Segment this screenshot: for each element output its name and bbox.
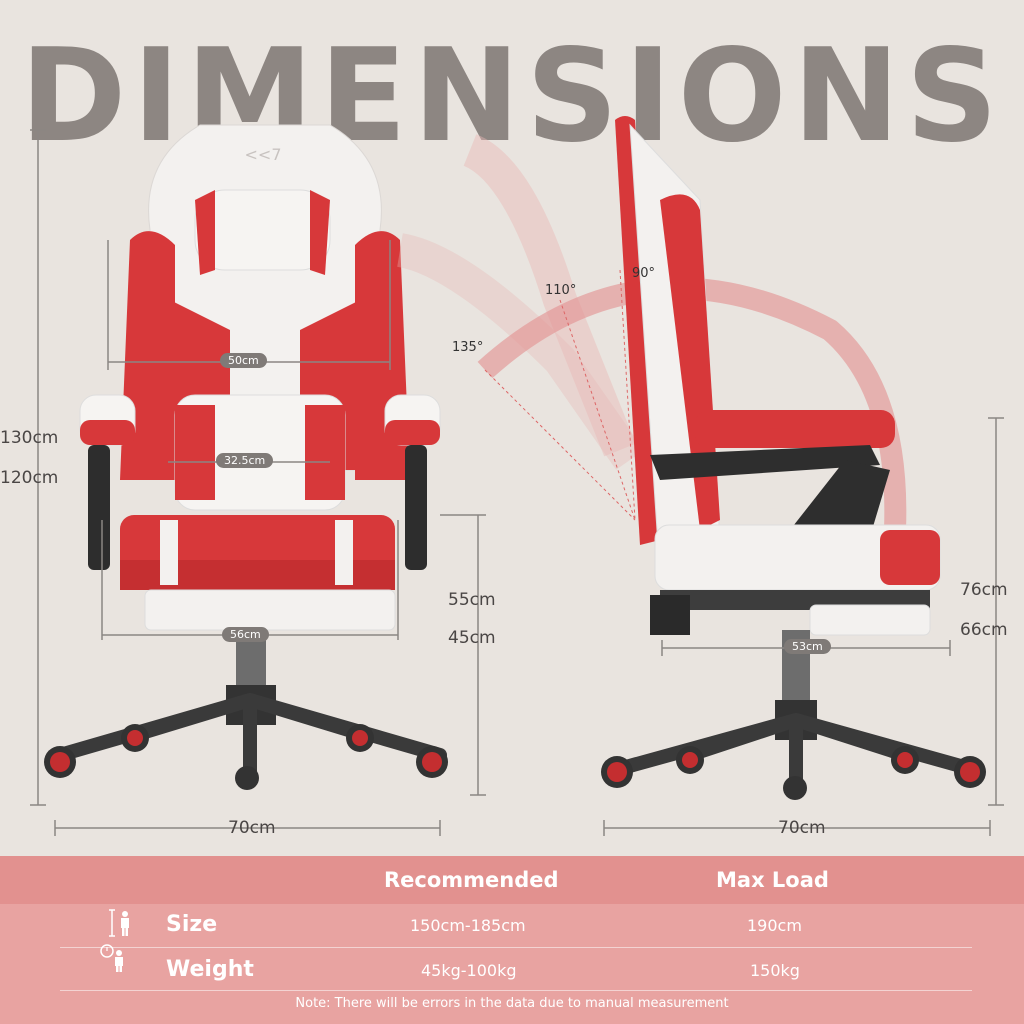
side-base-width-label: 70cm [778,818,826,838]
weight-max: 150kg [750,961,800,980]
spec-table-header: Recommended Max Load [0,856,1024,904]
weight-recommended: 45kg-100kg [421,961,517,980]
size-max: 190cm [747,916,802,935]
col-max-load: Max Load [716,868,829,892]
svg-text:<<7: <<7 [245,145,282,164]
table-row: Size 150cm-185cm 190cm [0,904,1024,946]
row-divider [60,990,972,991]
front-chair: <<7 [44,124,448,790]
armrest-height-max-label: 76cm [960,580,1008,600]
weight-person-icon [100,944,123,972]
seat-height-max-label: 55cm [448,590,496,610]
seat-width-label: 56cm [222,627,269,642]
chair-illustration: <<7 [30,116,1004,836]
col-recommended: Recommended [384,868,559,892]
front-base-width-label: 70cm [228,818,276,838]
seat-depth-label: 53cm [784,639,831,654]
height-person-icon [109,909,129,937]
angle-90-label: 90° [632,266,656,281]
backrest-width-label: 50cm [220,353,267,368]
side-chair [396,116,986,800]
spec-table: Recommended Max Load Size 150cm-185cm 19… [0,856,1024,1024]
angle-135-label: 135° [452,340,484,355]
row-label-size: Size [166,912,218,937]
dimension-lines [30,129,1004,836]
angle-110-label: 110° [545,283,577,298]
height-max-label: 130cm [0,428,59,448]
height-min-label: 120cm [0,468,59,488]
size-recommended: 150cm-185cm [410,916,526,935]
armrest-height-min-label: 66cm [960,620,1008,640]
table-row: Weight 45kg-100kg 150kg [0,944,1024,991]
row-label-weight: Weight [166,957,254,982]
lumbar-width-label: 32.5cm [216,453,274,468]
row-divider [60,947,972,948]
seat-height-min-label: 45cm [448,628,496,648]
measurement-note: Note: There will be errors in the data d… [295,996,729,1011]
